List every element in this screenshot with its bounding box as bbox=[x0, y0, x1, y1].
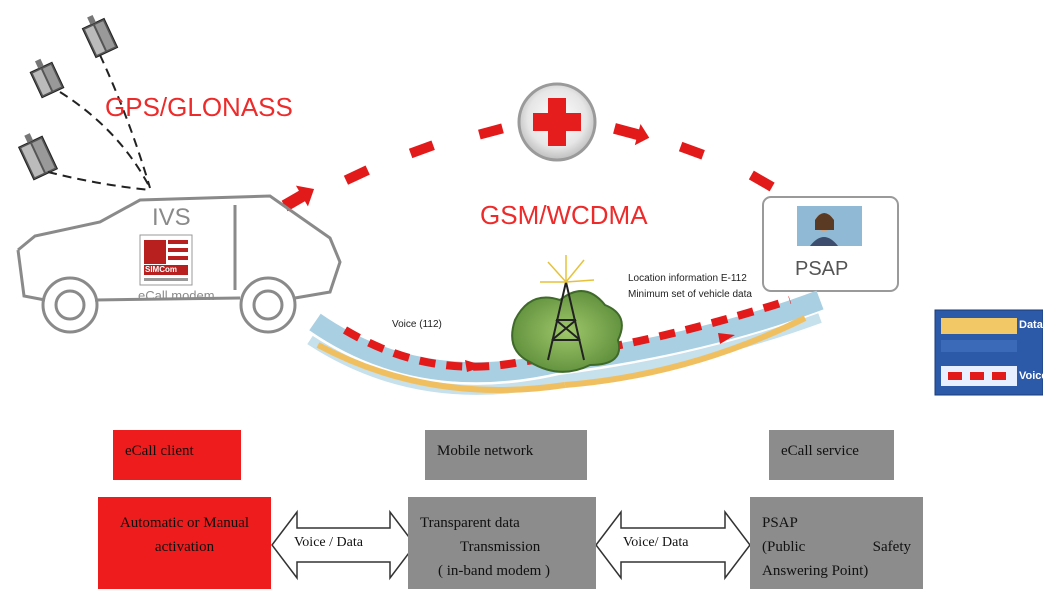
network-label: GSM/WCDMA bbox=[480, 200, 648, 230]
satellite-icon bbox=[17, 133, 59, 181]
psap-station bbox=[762, 196, 899, 292]
mobile-network-header: Mobile network bbox=[425, 430, 587, 480]
cell-tower-icon bbox=[511, 255, 623, 373]
satellite-icon bbox=[29, 58, 65, 99]
simcom-label: SIMCom bbox=[145, 265, 177, 274]
ivs-label: IVS bbox=[152, 204, 191, 231]
ecall-service-header: eCall service bbox=[769, 430, 894, 480]
voice-112-label: Voice (112) bbox=[392, 319, 442, 330]
location-info-label: Location information E-112 bbox=[628, 273, 747, 284]
ecall-client-header: eCall client bbox=[113, 430, 241, 480]
legend bbox=[934, 309, 1043, 396]
gps-label: GPS/GLONASS bbox=[105, 92, 293, 122]
legend-voice-label: Voice bbox=[1019, 370, 1043, 382]
psap-label: PSAP bbox=[795, 258, 849, 280]
psap-block: PSAP (Public Safety Answering Point) bbox=[750, 497, 923, 589]
voice-data-label-1: Voice / Data bbox=[294, 535, 363, 550]
satellite-signal-lines bbox=[47, 54, 151, 191]
voice-data-label-2: Voice/ Data bbox=[623, 535, 689, 550]
satellite-icon bbox=[81, 14, 119, 59]
return-arrows bbox=[281, 123, 775, 212]
vehicle-icon bbox=[16, 194, 342, 334]
emergency-cross-icon bbox=[517, 82, 597, 162]
ecall-modem-label: eCall modem bbox=[138, 288, 215, 303]
transport-block: Transparent data Transmission ( in-band … bbox=[408, 497, 596, 589]
legend-data-label: Data bbox=[1019, 319, 1043, 331]
simcom-logo bbox=[139, 234, 193, 286]
min-set-label: Minimum set of vehicle data bbox=[628, 289, 752, 300]
activation-block: Automatic or Manual activation bbox=[98, 497, 271, 589]
